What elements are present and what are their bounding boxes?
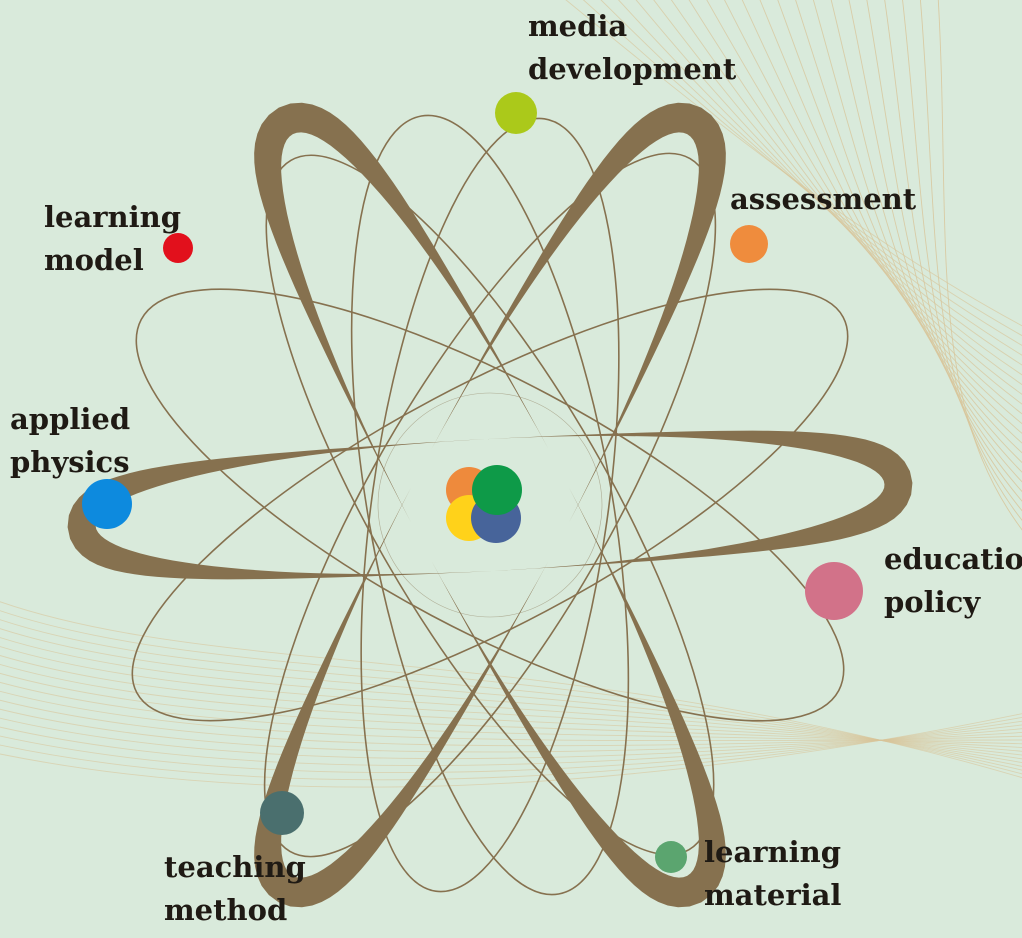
electron-assessment xyxy=(730,225,768,263)
thin-orbit xyxy=(135,288,845,722)
electron-media-development xyxy=(495,92,537,134)
wave-line-top-right xyxy=(884,0,1022,502)
thick-orbits xyxy=(67,102,913,908)
wave-line-bottom xyxy=(0,654,1022,756)
wave-line-top-right xyxy=(777,0,1022,444)
electron-teaching-method xyxy=(260,791,304,835)
inner-circle xyxy=(377,392,603,618)
wave-line-top-right xyxy=(919,0,1022,521)
thin-orbit xyxy=(263,152,717,858)
wave-line-top-right xyxy=(902,0,1022,512)
label-education-policy: educationpolicy xyxy=(884,542,1022,619)
wave-line-bottom xyxy=(0,637,1022,764)
thin-orbit xyxy=(131,288,849,722)
wave-line-top-right xyxy=(812,0,1022,463)
electron-learning-model xyxy=(163,233,193,263)
wave-line-bottom xyxy=(0,713,1022,788)
wave-line-top-right xyxy=(688,0,1022,395)
electron-learning-material xyxy=(655,841,687,873)
thick-orbit-band xyxy=(67,430,913,580)
wave-line-bottom xyxy=(0,672,1022,748)
wave-line-top-right xyxy=(670,0,1022,386)
wave-line-top-right xyxy=(635,0,1022,366)
thin-orbit xyxy=(265,154,715,856)
thin-orbit xyxy=(360,117,620,893)
wave-line-bottom xyxy=(0,717,1022,760)
wave-line-top-right xyxy=(617,0,1022,356)
wave-line-top-right xyxy=(866,0,1022,492)
wave-line-top-right xyxy=(653,0,1022,376)
wave-line-top-right xyxy=(830,0,1022,473)
wave-line-bottom xyxy=(0,724,1022,766)
wave-line-bottom xyxy=(0,681,1022,745)
label-assessment: assessment xyxy=(730,182,917,216)
wave-line-bottom xyxy=(0,690,1022,742)
wave-line-bottom xyxy=(0,601,1022,779)
wave-line-bottom xyxy=(0,610,1022,775)
wave-line-top-right xyxy=(741,0,1022,425)
wave-line-top-right xyxy=(795,0,1022,454)
thin-orbit xyxy=(350,114,630,896)
wave-line-bottom xyxy=(0,628,1022,767)
wave-line-top-right xyxy=(937,0,1022,531)
electron-education-policy xyxy=(805,562,863,620)
wave-line-bottom xyxy=(0,646,1022,760)
nucleus xyxy=(446,465,522,543)
wave-line-bottom xyxy=(0,708,1022,753)
topic-electrons xyxy=(82,92,863,873)
thin-orbits xyxy=(131,114,849,896)
nucleus-particle xyxy=(472,465,522,515)
wave-line-bottom xyxy=(0,663,1022,752)
wave-line-top-right xyxy=(848,0,1022,483)
background-wave-lines xyxy=(0,0,1022,788)
wave-line-top-right xyxy=(600,0,1022,346)
wave-line-bottom xyxy=(0,699,1022,747)
wave-line-top-right xyxy=(759,0,1022,434)
wave-line-top-right xyxy=(724,0,1022,415)
wave-line-top-right xyxy=(706,0,1022,405)
wave-line-bottom xyxy=(0,619,1022,771)
electron-applied-physics xyxy=(82,479,132,529)
thick-orbit xyxy=(67,430,913,580)
